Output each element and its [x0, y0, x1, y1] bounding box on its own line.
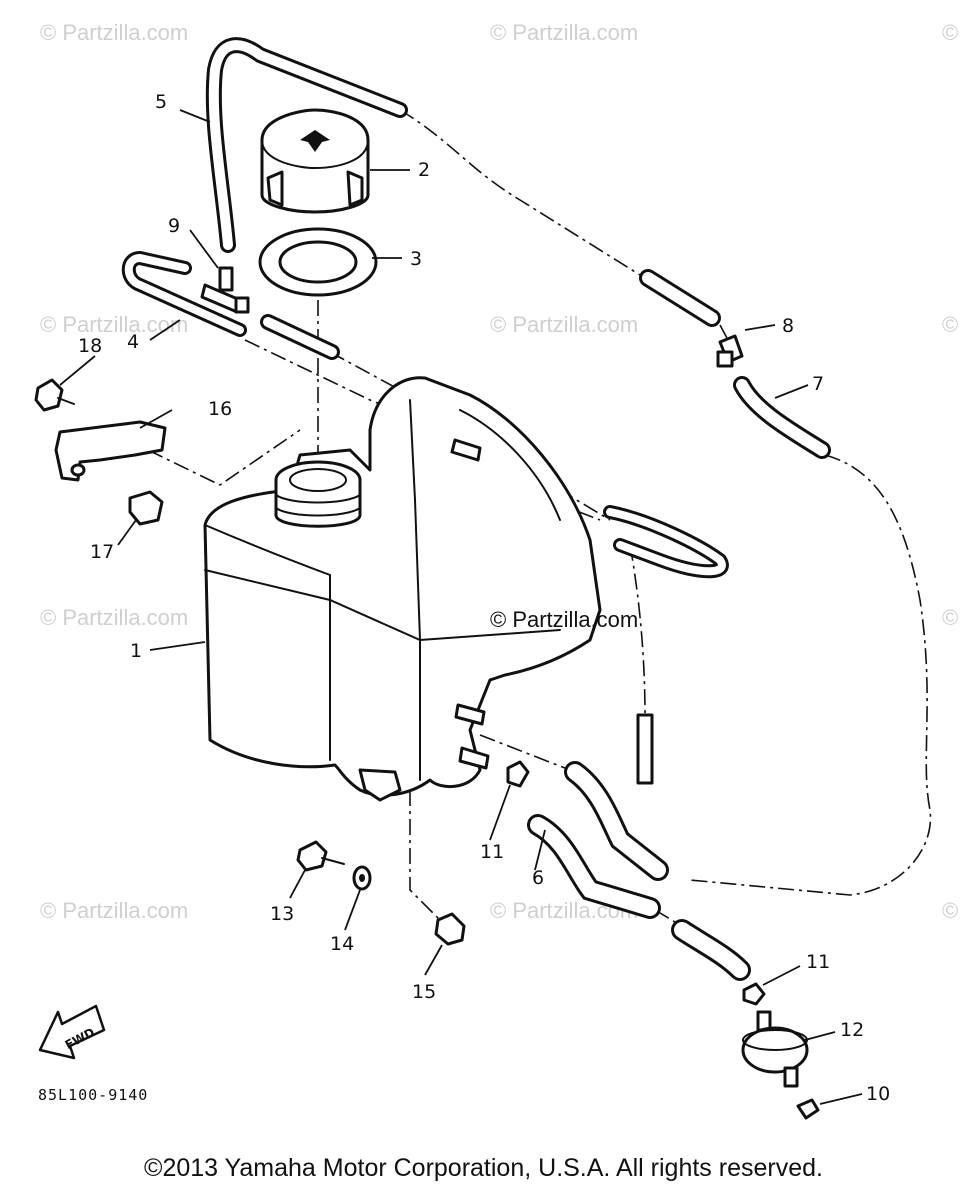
callout-10: 10: [866, 1083, 890, 1105]
watermark: © Partzilla.com: [40, 898, 188, 923]
clamp-11: [506, 760, 766, 1006]
callout-5: 5: [155, 91, 167, 113]
callout-2: 2: [418, 159, 430, 181]
callout-17: 17: [90, 541, 114, 563]
grommet-15: [434, 912, 466, 946]
watermark-edge: ©: [942, 898, 958, 923]
copyright-notice: ©2013 Yamaha Motor Corporation, U.S.A. A…: [144, 1154, 823, 1182]
hose-6: [527, 761, 751, 981]
center-watermark: © Partzilla.com: [490, 607, 638, 632]
callout-11-upper: 11: [480, 841, 504, 863]
bolt-13: [296, 840, 345, 872]
clip-10: [796, 1098, 820, 1120]
leader-lines: [59, 109, 863, 1105]
bracket-16: [54, 420, 167, 482]
callout-1: 1: [130, 640, 142, 662]
callout-7: 7: [812, 373, 824, 395]
diagram-code: 85L100-9140: [38, 1086, 148, 1104]
callout-9: 9: [168, 215, 180, 237]
t-joint-9: [200, 266, 250, 314]
callout-15: 15: [412, 981, 436, 1003]
hose-loop: [603, 505, 729, 785]
callout-14: 14: [330, 933, 354, 955]
gasket-3: [258, 227, 378, 297]
watermark-edge: ©: [942, 312, 958, 337]
washer-14: [352, 865, 372, 891]
callout-6: 6: [532, 867, 544, 889]
hose-segments-7: [639, 269, 831, 459]
watermark: © Partzilla.com: [40, 20, 188, 45]
hose-5: [205, 37, 408, 253]
fwd-arrow-icon: FWD: [38, 1004, 106, 1060]
watermark-edge: ©: [942, 20, 958, 45]
watermark: © Partzilla.com: [490, 20, 638, 45]
watermark-edge: ©: [942, 605, 958, 630]
callout-11-lower: 11: [806, 951, 830, 973]
callout-12: 12: [840, 1019, 864, 1041]
watermark: © Partzilla.com: [40, 312, 188, 337]
joint-8: [716, 334, 744, 368]
filter-12: [741, 1010, 809, 1088]
nut-17: [128, 490, 164, 526]
callout-16: 16: [208, 398, 232, 420]
watermark: © Partzilla.com: [40, 605, 188, 630]
callout-8: 8: [782, 315, 794, 337]
watermark: © Partzilla.com: [490, 312, 638, 337]
bolt-18: [34, 378, 75, 412]
radiator-cap-2: [260, 108, 370, 214]
callout-18: 18: [78, 335, 102, 357]
callout-13: 13: [270, 903, 294, 925]
reservoir-tank-1: [203, 376, 602, 802]
callout-3: 3: [410, 248, 422, 270]
hose-4: [121, 250, 340, 360]
callout-4: 4: [127, 331, 139, 353]
callouts: 5 2 3 9 4 8 7 18 16 17 1 11 6 13 14 15 1…: [78, 91, 890, 1105]
watermark-grid: © Partzilla.com © Partzilla.com © Partzi…: [40, 20, 958, 923]
